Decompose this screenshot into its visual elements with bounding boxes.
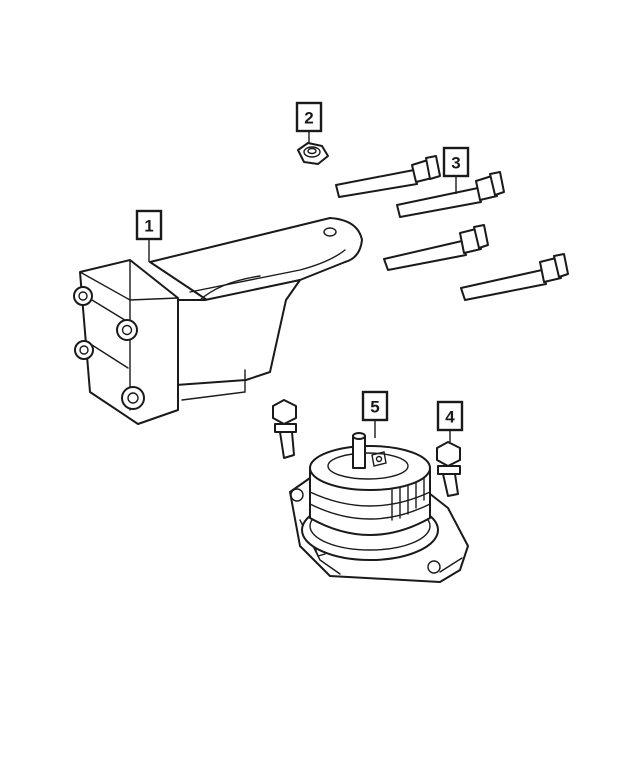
engine-mount-bracket xyxy=(73,217,363,425)
long-bolt xyxy=(335,155,441,198)
long-bolt xyxy=(383,224,489,271)
callout-4-label: 4 xyxy=(445,408,455,427)
hex-nut xyxy=(297,142,329,165)
callout-1: 1 xyxy=(135,209,163,262)
callout-4: 4 xyxy=(436,400,464,442)
engine-mount-insulator xyxy=(289,432,469,583)
long-bolt xyxy=(460,253,569,301)
callout-5: 5 xyxy=(361,390,389,438)
short-bolt xyxy=(272,399,297,459)
callout-2-label: 2 xyxy=(304,109,313,128)
callout-2: 2 xyxy=(295,101,323,143)
callout-5-label: 5 xyxy=(370,398,379,417)
long-bolt xyxy=(396,171,505,218)
callout-3-label: 3 xyxy=(451,154,460,173)
callout-1-label: 1 xyxy=(144,217,153,236)
callout-3: 3 xyxy=(442,146,470,194)
short-bolt xyxy=(436,441,461,497)
